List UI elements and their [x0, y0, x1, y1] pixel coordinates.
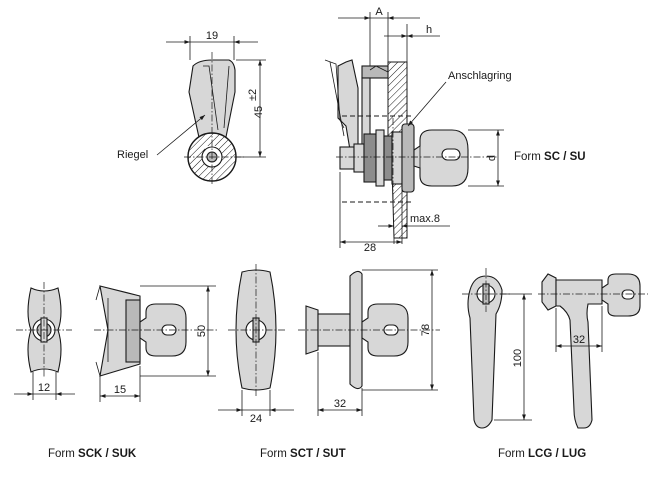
nut-end [339, 146, 355, 170]
dim-h: h [426, 24, 432, 36]
caption-sc: Form SC / SU [514, 151, 586, 163]
label-riegel: Riegel [117, 149, 148, 161]
dim-sck-12: 12 [38, 382, 50, 394]
latch-edge-line [203, 65, 219, 131]
label-anschlagring: Anschlagring [448, 70, 512, 82]
housing-top [361, 65, 389, 79]
view-sck: 12 15 50 Form SCK / SUK [14, 282, 218, 460]
dim-top-height-tolerance: ±2 [247, 89, 259, 101]
caption-lcg: Form LCG / LUG [498, 448, 586, 460]
latch-arm [337, 59, 359, 151]
dim-sct-78: 78 [420, 324, 432, 336]
dim-sct-32: 32 [334, 398, 346, 410]
hex-nut [363, 133, 377, 183]
t-handle-side [349, 270, 363, 390]
dim-lcg-100: 100 [512, 349, 524, 367]
dim-side-28: 28 [364, 242, 376, 254]
dim-d: d [486, 155, 498, 161]
caption-sck: Form SCK / SUK [48, 448, 137, 460]
front-view-latch: 19 45 ±2 Riegel [117, 30, 266, 186]
washer [383, 135, 393, 181]
latch-body [188, 59, 236, 143]
dim-sck-15: 15 [114, 384, 126, 396]
dim-top-height: 45 [253, 106, 265, 118]
lever-handle-front [467, 275, 503, 429]
anschlagring [401, 123, 415, 193]
lever-handle-side [555, 279, 603, 429]
dim-a: A [375, 6, 383, 18]
dim-max8: max.8 [410, 213, 440, 225]
dim-sct-24: 24 [250, 413, 262, 425]
side-view-sc: A h d max.8 28 Anschlagring Form SC / SU [324, 6, 586, 254]
caption-sct: Form SCT / SUT [260, 448, 346, 460]
lcg-key [601, 273, 641, 317]
latch-edge-line-2 [223, 65, 230, 129]
view-sct: 24 32 78 Form SCT / SUT [218, 264, 440, 460]
dim-top-width: 19 [206, 30, 218, 42]
key [413, 129, 469, 187]
dim-lcg-32: 32 [573, 334, 585, 346]
dim-sck-50: 50 [196, 325, 208, 337]
view-lcg: 100 32 Form LCG / LUG [462, 268, 648, 460]
